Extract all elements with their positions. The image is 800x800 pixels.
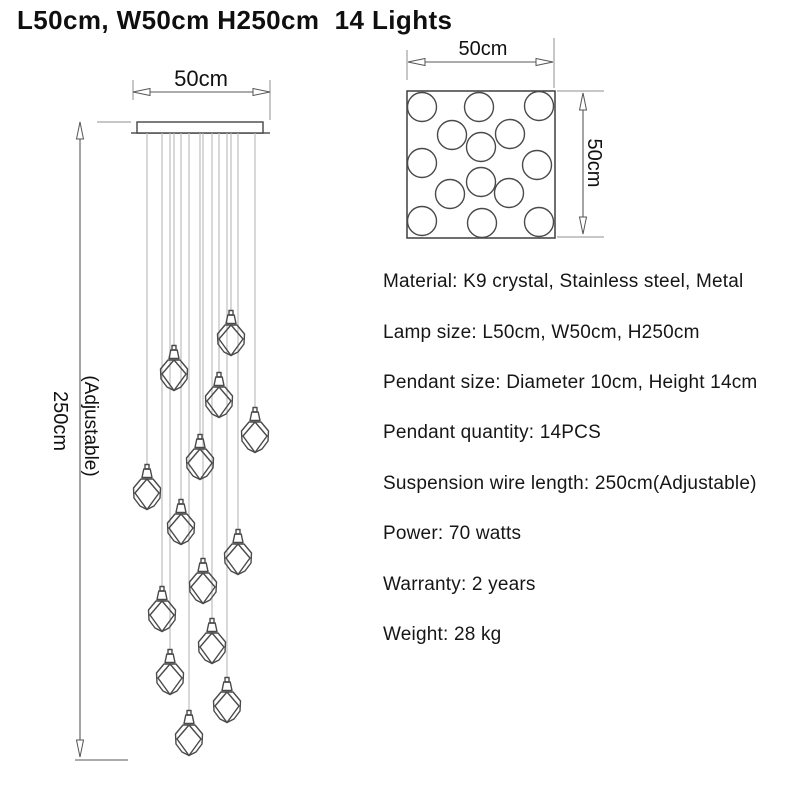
spec-material: Material: K9 crystal, Stainless steel, M… [383,271,744,293]
top-view: 50cm 50cm [406,38,605,239]
pendant-position-circle [465,131,497,163]
arrow-right-icon [252,87,271,97]
pendant-position-circle [406,91,438,123]
spec-pendant-size: Pendant size: Diameter 10cm, Height 14cm [383,371,758,393]
wires-layer [146,133,256,711]
top-view-square [406,90,556,239]
spec-wire-length: Suspension wire length: 250cm(Adjustable… [383,472,757,494]
front-width-label: 50cm [174,66,228,91]
crystal-pendant [204,371,234,419]
crystal-pendant [197,617,227,665]
arrow-up-icon [578,92,588,111]
spec-pendant-quantity: Pendant quantity: 14PCS [383,422,601,444]
crystal-pendant [216,309,246,357]
arrow-left-icon [132,87,151,97]
page-title: L50cm, W50cm H250cm 14 Lights [17,5,453,35]
spec-power: Power: 70 watts [383,523,522,545]
top-width-label: 50cm [459,38,508,60]
pendant-position-circle [406,147,438,179]
crystal-pendant [159,344,189,392]
pendant-position-circle [523,206,555,238]
circles-layer [406,90,555,239]
crystal-pendant [240,406,270,454]
front-height-note: (Adjustable) [80,375,101,476]
crystal-pendant [223,528,253,576]
arrow-right-icon [535,57,554,67]
spec-warranty: Warranty: 2 years [383,573,536,595]
arrow-left-icon [407,57,426,67]
top-height-label: 50cm [583,139,605,188]
arrow-down-icon [578,216,588,235]
spec-list: Material: K9 crystal, Stainless steel, M… [383,257,793,660]
pendants-layer [132,309,270,757]
pendant-position-circle [463,91,495,123]
front-height-label: 250cm [49,391,71,451]
crystal-pendant [212,676,242,724]
pendant-position-circle [406,205,438,237]
pendant-position-circle [465,166,497,198]
crystal-pendant [132,463,162,511]
spec-weight: Weight: 28 kg [383,623,502,645]
crystal-pendant [174,709,204,757]
crystal-pendant [188,557,218,605]
pendant-position-circle [494,118,526,150]
arrow-up-icon [75,121,85,140]
pendant-position-circle [434,178,466,210]
ceiling-plate [136,121,264,134]
arrow-down-icon [75,739,85,758]
pendant-position-circle [493,177,525,209]
pendant-position-circle [523,90,555,122]
crystal-pendant [155,648,185,696]
pendant-position-circle [466,207,498,239]
crystal-pendant [166,498,196,546]
front-view: 250cm (Adjustable) 50cm [49,66,271,761]
crystal-pendant [185,433,215,481]
spec-lamp-size: Lamp size: L50cm, W50cm, H250cm [383,321,700,343]
pendant-position-circle [436,119,468,151]
pendant-position-circle [521,149,553,181]
crystal-pendant [147,585,177,633]
